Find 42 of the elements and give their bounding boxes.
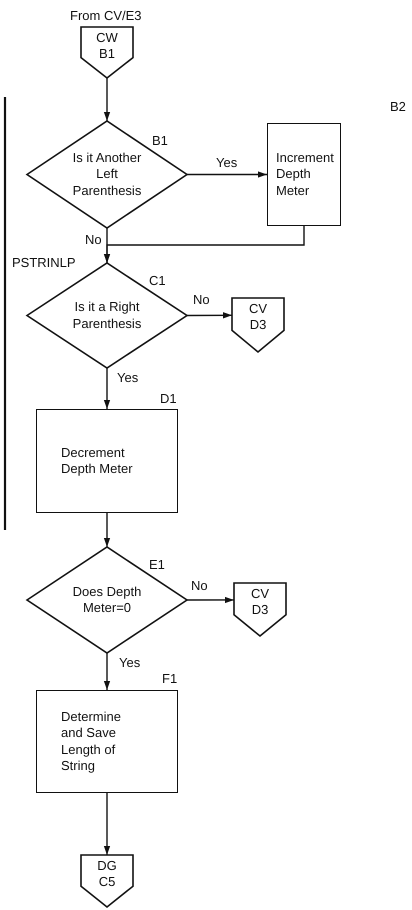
offpage-connector xyxy=(81,855,133,907)
edge-label: No xyxy=(190,578,209,593)
arrow xyxy=(104,226,305,263)
process-box xyxy=(36,690,178,793)
reference-label: C1 xyxy=(149,274,166,287)
node-text: CV D3 xyxy=(248,301,268,332)
offpage-connector xyxy=(234,583,286,636)
decision-diamond xyxy=(27,547,187,653)
reference-label: From CV/E3 xyxy=(70,9,142,22)
node-text: Does Depth Meter=0 xyxy=(72,584,142,616)
edge-label: Yes xyxy=(116,370,140,385)
arrow xyxy=(104,793,110,855)
reference-label: F1 xyxy=(162,672,178,685)
edge-label: No xyxy=(192,292,211,307)
offpage-connector xyxy=(232,298,284,352)
arrow xyxy=(187,596,234,604)
node-text: CV D3 xyxy=(250,586,270,618)
process-box xyxy=(36,409,178,513)
node-text: Is it Another Left Parenthesis xyxy=(72,150,142,199)
arrow xyxy=(104,513,110,547)
reference-label: B1 xyxy=(152,134,168,147)
node-text: Increment Depth Meter xyxy=(276,150,335,199)
node-text: Determine and Save Length of String xyxy=(61,709,122,774)
node-text: Decrement Depth Meter xyxy=(61,444,134,478)
node-text: DG C5 xyxy=(97,858,117,890)
arrow xyxy=(104,653,110,690)
reference-label: D1 xyxy=(160,392,177,405)
edge-label: Yes xyxy=(215,155,238,170)
arrow xyxy=(104,368,110,409)
offpage-connector xyxy=(81,27,133,78)
edge-label: Yes xyxy=(118,655,142,670)
arrow xyxy=(187,171,267,178)
node-text: CW B1 xyxy=(96,30,118,62)
reference-label: PSTRINLP xyxy=(12,256,76,269)
decision-diamond xyxy=(27,121,187,228)
arrow xyxy=(104,78,110,121)
node-text: Is it a Right Parenthesis xyxy=(72,299,142,332)
reference-label: B2 xyxy=(390,100,406,113)
process-box xyxy=(267,123,341,226)
reference-label: E1 xyxy=(149,558,165,571)
arrow xyxy=(187,312,232,318)
edge-label: No xyxy=(84,232,103,247)
